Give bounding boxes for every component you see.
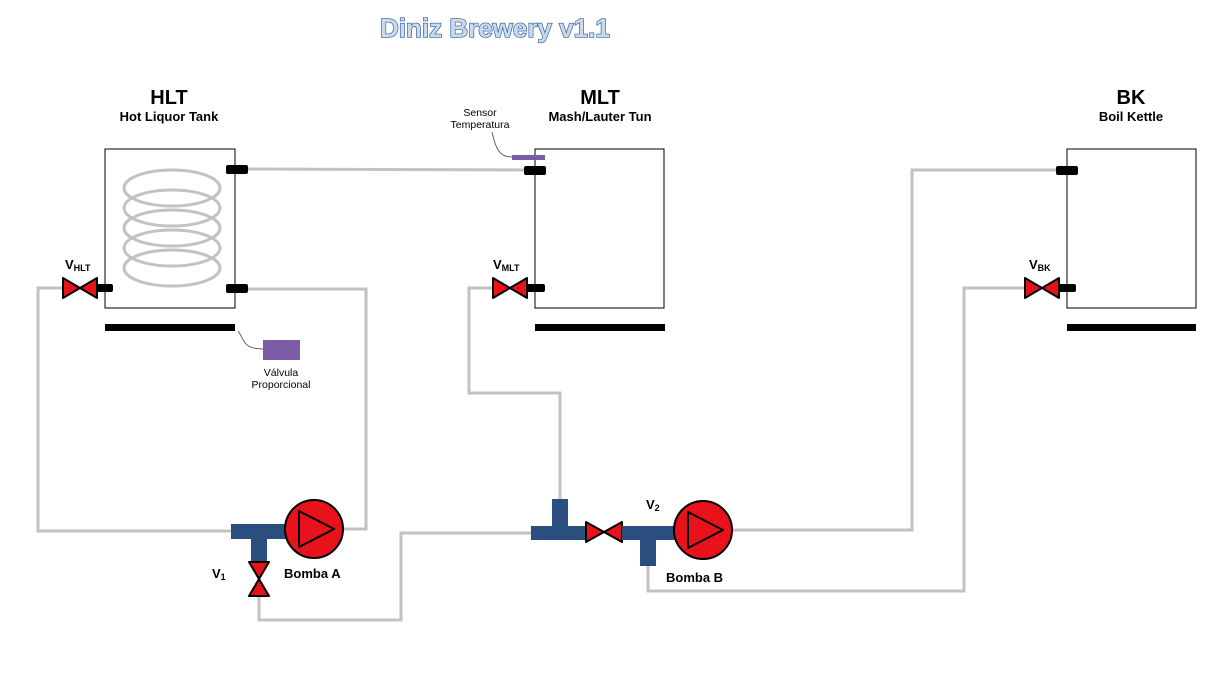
mlt-tank: MLT Mash/Lauter Tun xyxy=(524,87,665,331)
valve-mlt-label: VMLT xyxy=(493,257,520,273)
piping xyxy=(36,167,1058,622)
mlt-base xyxy=(535,324,665,331)
hlt-name: HLT xyxy=(150,87,187,109)
pump-a-direction-icon xyxy=(298,510,335,548)
pump-b-inlet-manifold xyxy=(531,526,587,540)
sensor-label-2: Temperatura xyxy=(451,119,510,131)
pump-b-direction-icon xyxy=(687,511,724,549)
mlt-top-port xyxy=(524,166,546,175)
sensor-label-1: Sensor xyxy=(463,107,497,119)
mlt-name: MLT xyxy=(580,87,620,109)
prop-valve-label-2: Proporcional xyxy=(252,379,311,391)
valve-mlt-right-icon xyxy=(509,277,528,299)
valve-bk-left-icon xyxy=(1024,277,1043,299)
pipe-hlt-drain-to-pump-a xyxy=(36,286,232,533)
pipe-bk-drain xyxy=(646,286,1025,593)
hlt-tank: HLT Hot Liquor Tank xyxy=(95,87,248,331)
valve-v2-left-icon xyxy=(585,521,605,543)
bk-subtitle: Boil Kettle xyxy=(1099,109,1163,124)
pump-b-inlet-tee xyxy=(552,499,568,529)
valve-bk-right-icon xyxy=(1041,277,1060,299)
valve-v1-bottom-icon xyxy=(248,578,270,597)
pump-b-outlet-tee xyxy=(640,526,656,566)
pipe-hlt-return xyxy=(246,287,368,531)
prop-valve-body xyxy=(263,340,300,360)
bk-tank: BK Boil Kettle xyxy=(1056,87,1197,331)
hlt-subtitle: Hot Liquor Tank xyxy=(120,109,219,124)
temperature-sensor: Sensor Temperatura xyxy=(451,107,545,160)
bk-drain-port xyxy=(1058,284,1076,292)
valve-v2-right-icon xyxy=(603,521,623,543)
valve-v1-label: V1 xyxy=(212,566,226,582)
mlt-drain-port xyxy=(527,284,545,292)
valve-hlt-left-icon xyxy=(62,277,81,299)
pump-b-assembly: V2 Bomba B xyxy=(531,497,733,585)
mlt-vessel xyxy=(534,148,665,309)
valve-v1-top-icon xyxy=(248,561,270,580)
pump-b-label: Bomba B xyxy=(666,570,723,585)
pump-a-tee xyxy=(251,524,267,562)
hlt-bottom-port xyxy=(226,284,248,293)
hlt-drain-port xyxy=(95,284,113,292)
pipe-mlt-drain xyxy=(467,286,562,500)
sensor-probe xyxy=(512,155,545,160)
pipe-pump-b-to-bk xyxy=(733,168,1058,532)
pump-a[interactable] xyxy=(284,499,344,559)
pump-a-label: Bomba A xyxy=(284,566,341,581)
bk-vessel xyxy=(1066,148,1197,309)
valve-v1[interactable]: V1 xyxy=(212,561,270,597)
sensor-leader xyxy=(491,131,513,158)
prop-valve-leader xyxy=(237,330,265,350)
valve-bk-label: VBK xyxy=(1029,257,1051,273)
prop-valve-label-1: Válvula xyxy=(264,367,299,379)
hlt-vessel xyxy=(104,148,236,309)
diagram-title: Diniz Brewery v1.1 xyxy=(380,13,610,43)
pipe-hlt-to-mlt xyxy=(245,167,529,172)
hlt-burner xyxy=(105,324,235,331)
valve-mlt-left-icon xyxy=(492,277,511,299)
valve-hlt[interactable]: VHLT xyxy=(62,257,98,299)
bk-top-port xyxy=(1056,166,1078,175)
pipe-v1-to-manifold xyxy=(257,531,533,622)
valve-hlt-label: VHLT xyxy=(65,257,91,273)
valve-bk[interactable]: VBK xyxy=(1024,257,1060,299)
hlt-top-port xyxy=(226,165,248,174)
hlt-heating-coil xyxy=(122,168,222,288)
proportional-valve: Válvula Proporcional xyxy=(237,330,311,391)
bk-name: BK xyxy=(1117,87,1146,109)
valve-v2-label: V2 xyxy=(646,497,660,513)
pump-b[interactable] xyxy=(673,500,733,560)
valve-hlt-right-icon xyxy=(79,277,98,299)
pump-a-assembly: V1 Bomba A xyxy=(212,499,344,597)
bk-burner xyxy=(1067,324,1196,331)
mlt-subtitle: Mash/Lauter Tun xyxy=(548,109,651,124)
valve-mlt[interactable]: VMLT xyxy=(492,257,528,299)
